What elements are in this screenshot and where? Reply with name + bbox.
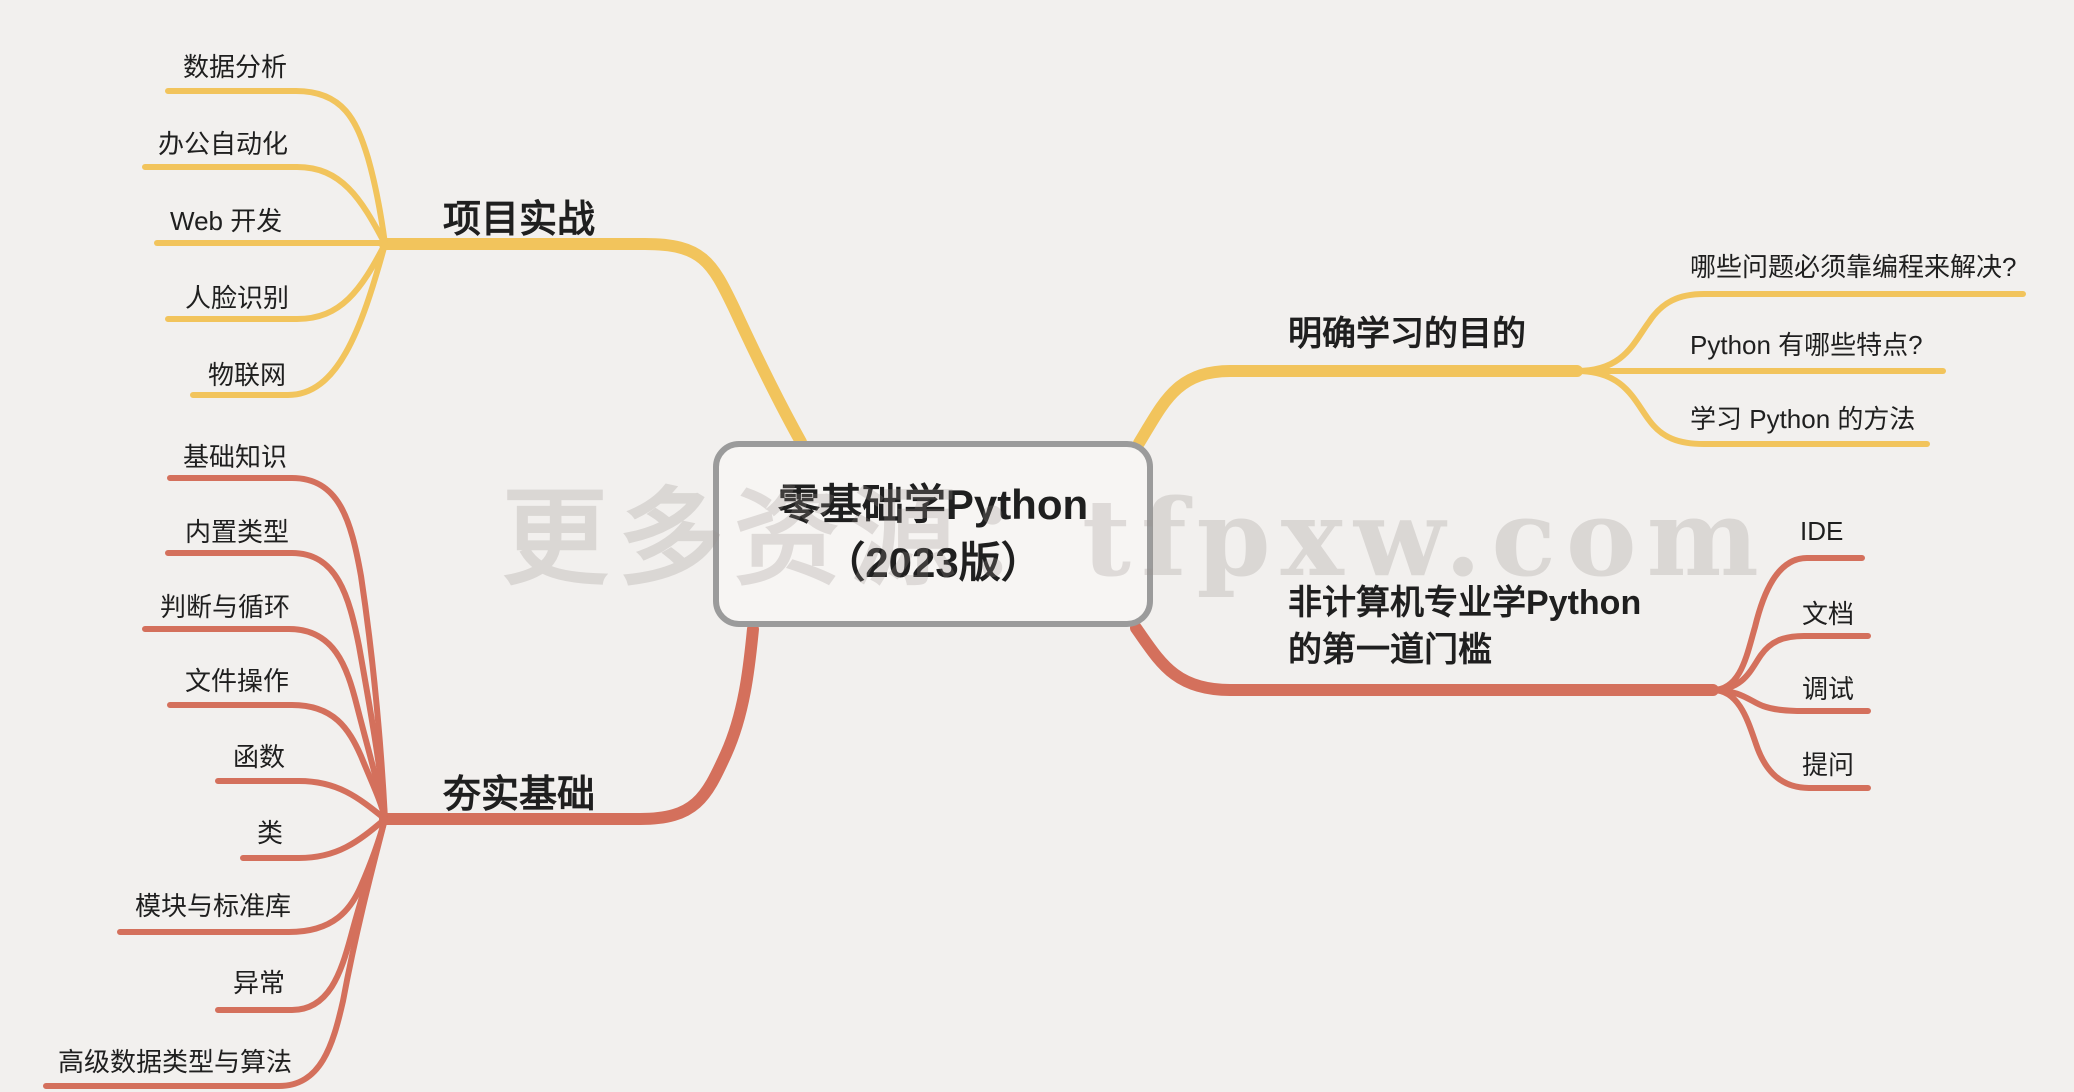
edge-office-automation — [142, 164, 388, 247]
leaf-functions[interactable]: 函数 — [233, 742, 286, 772]
edge-debugging — [1710, 687, 1871, 714]
leaf-classes[interactable]: 类 — [257, 818, 284, 848]
leaf-basics[interactable]: 基础知识 — [183, 442, 288, 472]
branch-label-solid-foundation[interactable]: 夯实基础 — [443, 774, 596, 816]
leaf-docs[interactable]: 文档 — [1802, 599, 1855, 629]
trunk-learning-purpose — [1133, 365, 1583, 449]
branch-label-project-practice[interactable]: 项目实战 — [443, 199, 596, 241]
edge-advanced-data-types — [43, 816, 388, 1089]
edge-data-analysis — [165, 88, 388, 247]
leaf-conditionals-loops[interactable]: 判断与循环 — [160, 592, 291, 622]
edge-iot — [190, 241, 388, 398]
branch-label-first-threshold-line1: 非计算机专业学Python — [1288, 584, 1642, 622]
leaf-data-analysis[interactable]: 数据分析 — [183, 52, 288, 82]
leaf-advanced-data-types[interactable]: 高级数据类型与算法 — [58, 1047, 293, 1077]
leaf-python-features[interactable]: Python 有哪些特点? — [1690, 330, 1923, 360]
trunk-first-threshold — [1130, 622, 1719, 696]
leaf-debugging[interactable]: 调试 — [1802, 674, 1855, 704]
edge-conditionals-loops — [142, 626, 388, 822]
edge-functions — [215, 778, 388, 822]
edge-learning-methods — [1574, 368, 1930, 447]
branch-label-first-threshold-line2: 的第一道门槛 — [1288, 630, 1492, 669]
leaf-face-recognition[interactable]: 人脸识别 — [185, 283, 290, 313]
root-node[interactable]: 零基础学Python （2023版） — [713, 441, 1153, 627]
leaf-file-operations[interactable]: 文件操作 — [185, 666, 290, 696]
edge-docs — [1710, 633, 1871, 693]
leaf-built-in-types[interactable]: 内置类型 — [185, 517, 290, 547]
leaf-learning-methods[interactable]: 学习 Python 的方法 — [1690, 404, 1916, 434]
trunk-project-practice — [379, 238, 807, 448]
leaf-ide[interactable]: IDE — [1800, 516, 1844, 546]
edge-basics — [167, 475, 388, 822]
leaf-asking-questions[interactable]: 提问 — [1802, 750, 1855, 780]
leaf-modules-stdlib[interactable]: 模块与标准库 — [135, 891, 292, 921]
branch-label-first-threshold[interactable]: 非计算机专业学Python 的第一道门槛 — [1288, 580, 1641, 674]
edge-ide — [1710, 555, 1865, 693]
leaf-why-programming[interactable]: 哪些问题必须靠编程来解决? — [1690, 252, 2017, 282]
edge-classes — [240, 816, 388, 861]
edge-file-operations — [167, 702, 388, 822]
edge-face-recognition — [165, 241, 388, 322]
leaf-iot[interactable]: 物联网 — [208, 360, 287, 390]
leaf-exceptions[interactable]: 异常 — [233, 968, 286, 998]
leaf-office-automation[interactable]: 办公自动化 — [158, 129, 289, 159]
branch-label-learning-purpose[interactable]: 明确学习的目的 — [1288, 315, 1526, 353]
edge-built-in-types — [165, 550, 388, 822]
root-title-line2: （2023版） — [823, 539, 1043, 586]
edge-why-programming — [1574, 291, 2026, 374]
leaf-web-dev[interactable]: Web 开发 — [170, 206, 283, 236]
root-title-line1: 零基础学Python — [777, 481, 1089, 529]
trunk-solid-foundation — [379, 623, 759, 825]
edge-asking-questions — [1710, 687, 1871, 791]
